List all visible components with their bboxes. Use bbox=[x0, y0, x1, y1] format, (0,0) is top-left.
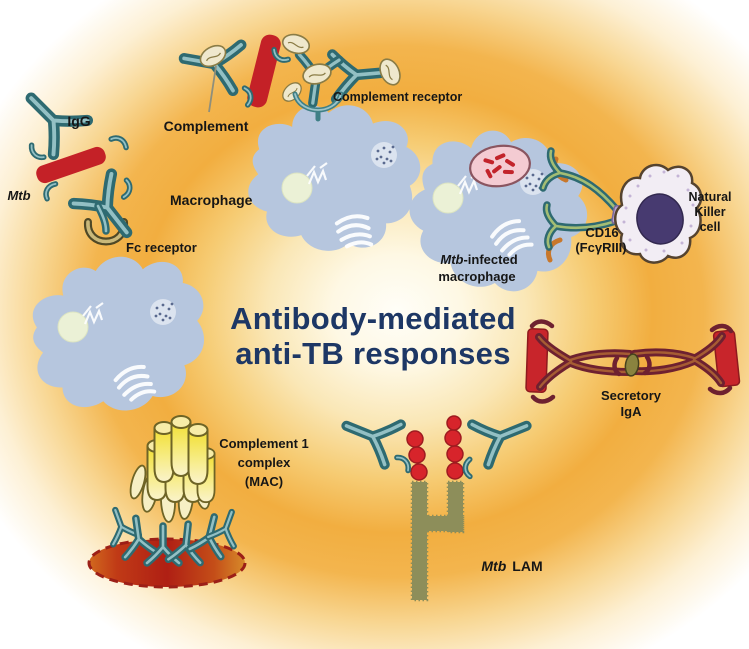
mac-label-line3: (MAC) bbox=[245, 474, 283, 489]
lam-crossbar bbox=[410, 514, 465, 533]
nk-label-line3: cell bbox=[700, 220, 721, 234]
secretory-iga-structure bbox=[525, 319, 741, 404]
infected-macrophage-label-line1: Mtb-infected bbox=[440, 252, 517, 267]
secretory-iga-label-line1: Secretory bbox=[601, 388, 662, 403]
mtb-bacterium-bar bbox=[36, 146, 106, 184]
igg-label: IgG bbox=[67, 113, 90, 129]
macrophage-label: Macrophage bbox=[170, 192, 253, 208]
mac-cylinder-icon bbox=[187, 423, 209, 485]
diagram-title-line2: anti-TB responses bbox=[235, 336, 511, 371]
nk-nucleus bbox=[636, 193, 684, 245]
lam-beads bbox=[406, 415, 464, 481]
organelle-speckles-icon bbox=[371, 142, 397, 168]
nk-speckles bbox=[622, 170, 695, 253]
complement-receptor-label: Complement receptor bbox=[333, 90, 462, 104]
secretory-iga-label-line2: IgA bbox=[621, 404, 643, 419]
nk-label-line2: Killer bbox=[694, 205, 725, 219]
lam-trunk bbox=[410, 480, 429, 602]
mac-label-line1: Complement 1 bbox=[219, 436, 309, 451]
mtb-label: Mtb bbox=[7, 188, 30, 203]
cd16-sub-label: (FcγRIII) bbox=[575, 240, 626, 255]
cd16-label: CD16 bbox=[585, 225, 618, 240]
mac-complex bbox=[87, 415, 245, 589]
lysosome-icon bbox=[281, 172, 313, 204]
igg-mtb-complex bbox=[14, 81, 145, 247]
fc-receptor-label: Fc receptor bbox=[126, 240, 197, 255]
nk-label-line1: Natural bbox=[688, 190, 731, 204]
secretory-component-icon bbox=[624, 353, 640, 377]
complement-coated-complex bbox=[180, 32, 405, 113]
organelle-speckles-icon bbox=[150, 299, 176, 325]
nk-cell bbox=[614, 163, 703, 264]
complement-label: Complement bbox=[164, 118, 249, 134]
diagram-title-line1: Antibody-mediated bbox=[230, 301, 516, 336]
complement-pointer-line bbox=[208, 65, 217, 113]
mtb-lam-structure bbox=[338, 406, 534, 602]
lysosome-icon bbox=[432, 182, 464, 214]
complement-receptor-icon bbox=[292, 91, 344, 122]
infected-macrophage-label-line2: macrophage bbox=[438, 269, 515, 284]
adcc-bridge-antibodies bbox=[539, 147, 625, 251]
lysosome-icon bbox=[57, 311, 89, 343]
mac-label-line2: complex bbox=[238, 455, 292, 470]
